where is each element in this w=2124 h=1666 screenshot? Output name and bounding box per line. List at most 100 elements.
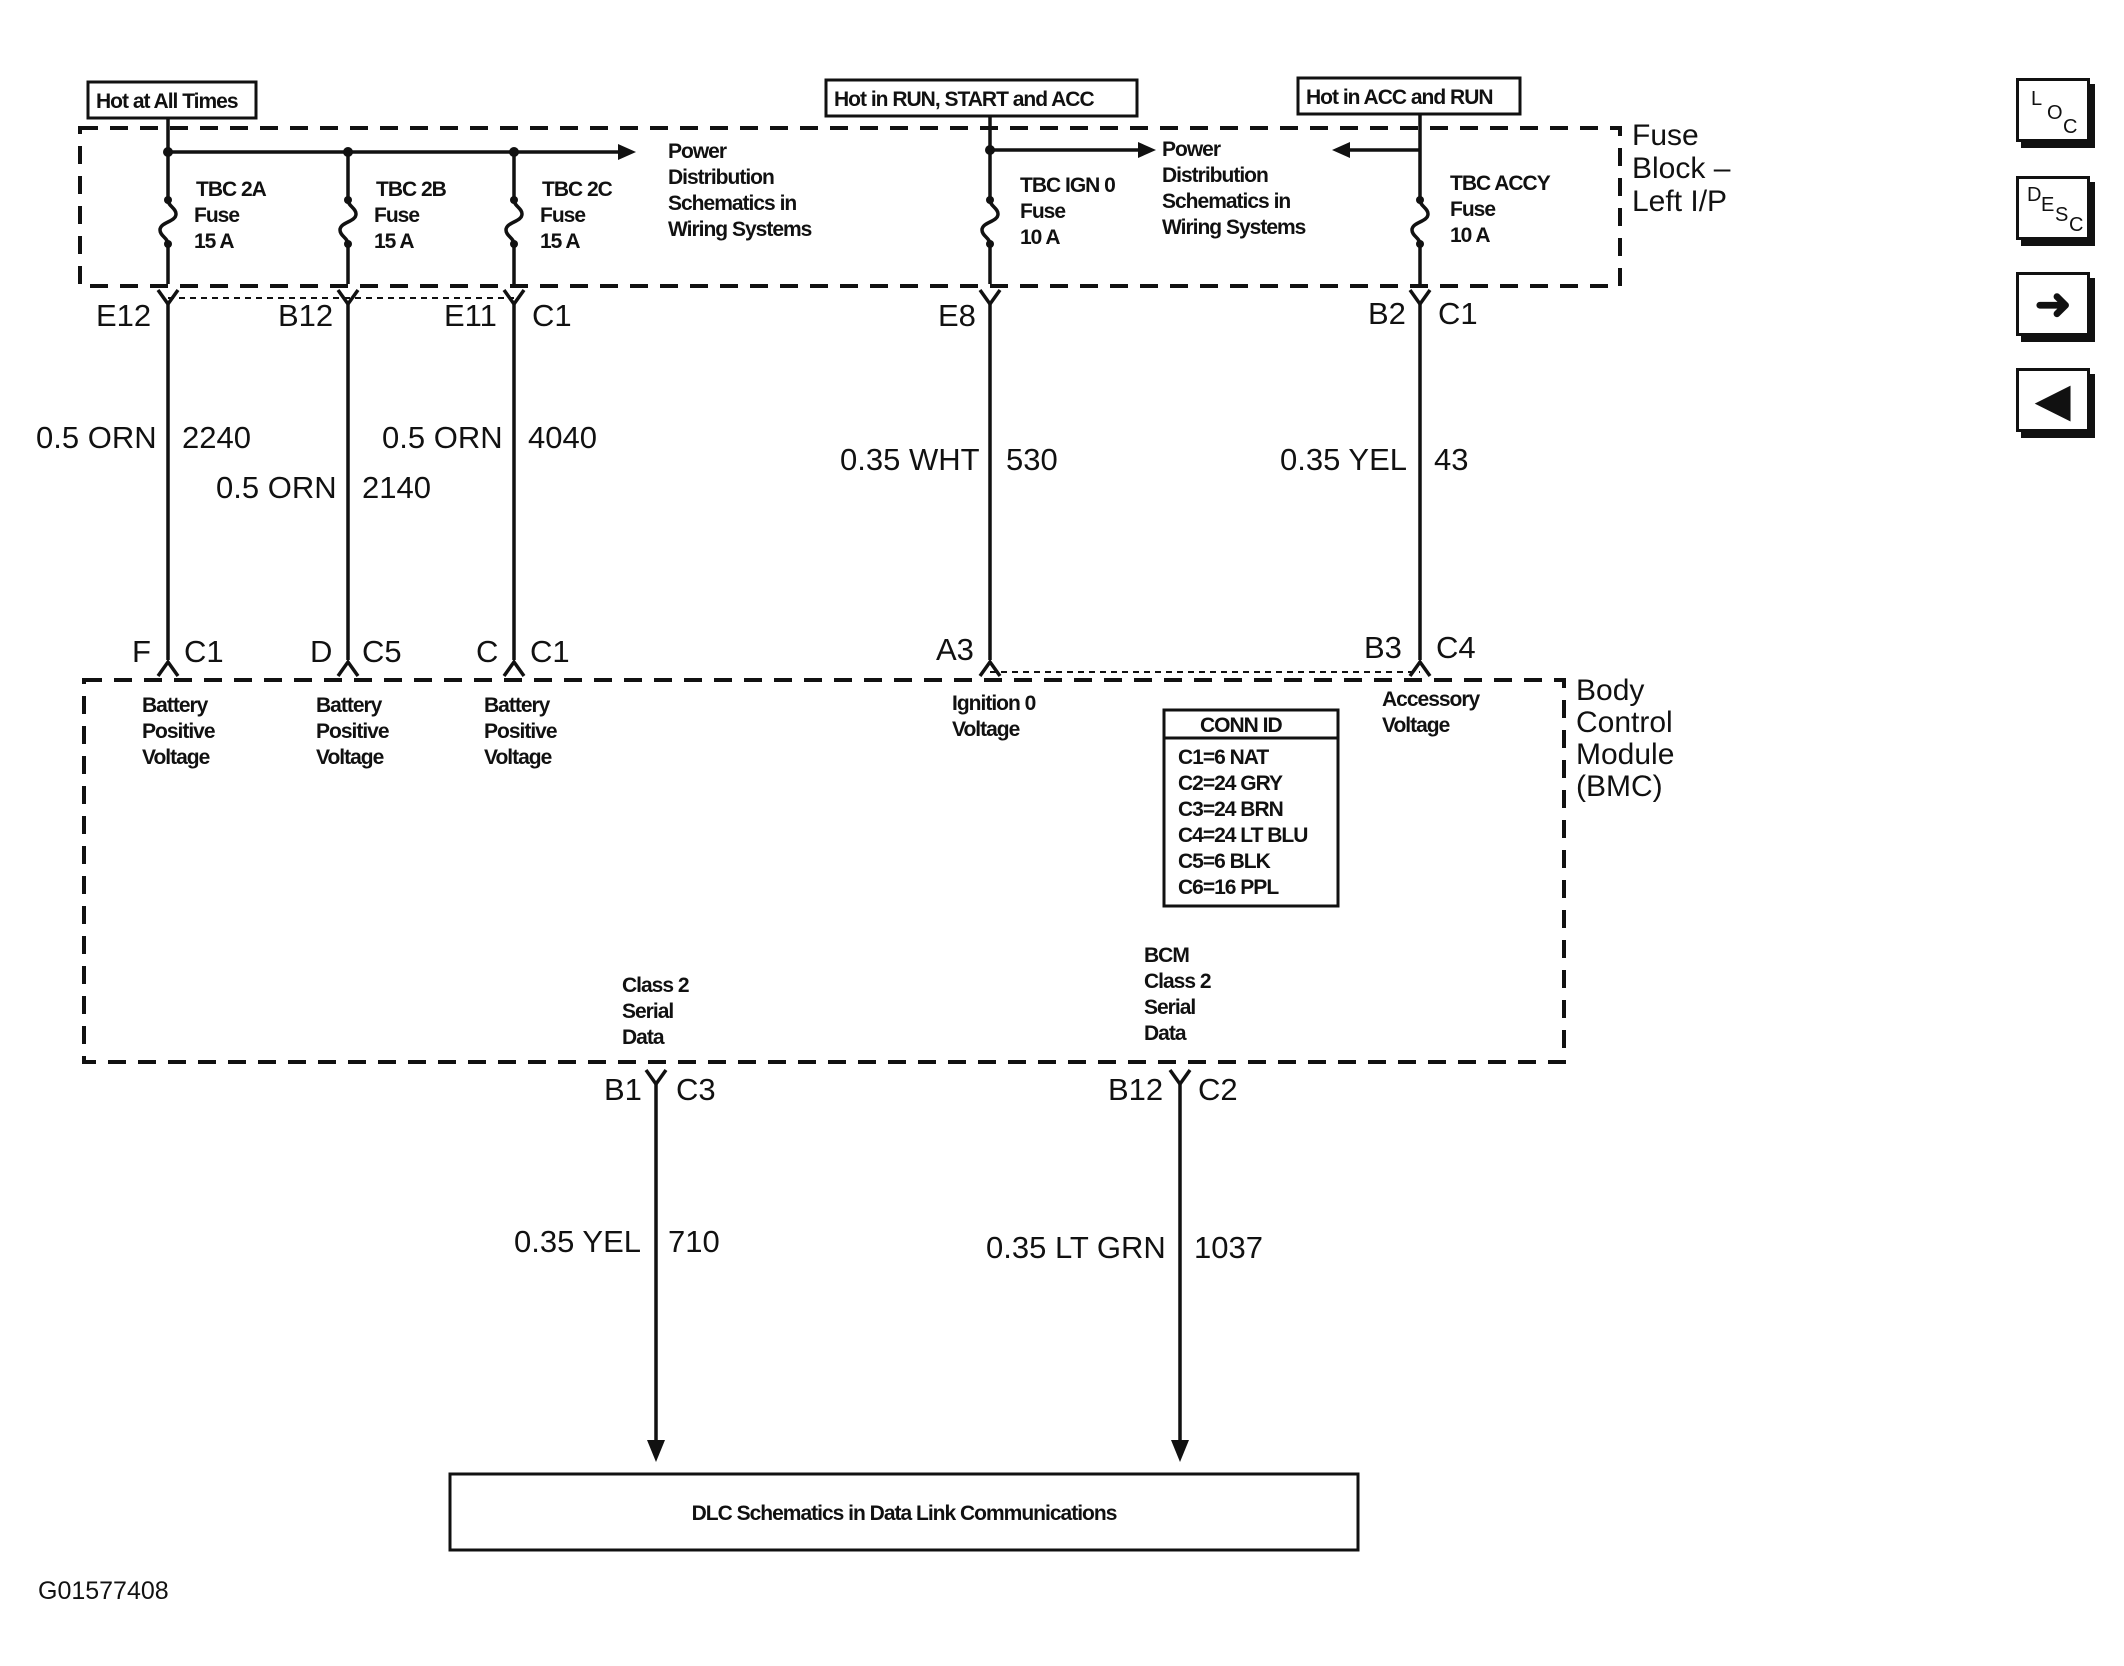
next-page-button[interactable]: ➜ [2016,272,2090,336]
svg-text:Left I/P: Left I/P [1632,185,1727,218]
svg-text:Battery: Battery [142,694,209,717]
svg-text:TBC ACCY: TBC ACCY [1450,172,1551,195]
conn-id-table: CONN ID C1=6 NAT C2=24 GRY C3=24 BRN C4=… [1162,708,1340,908]
svg-text:TBC 2A: TBC 2A [196,178,267,201]
svg-text:Power: Power [668,140,727,163]
bcm-connector-f: F C1 [132,634,224,678]
svg-text:0.35 LT GRN: 0.35 LT GRN [986,1230,1166,1265]
svg-text:Battery: Battery [316,694,383,717]
svg-text:B2: B2 [1368,296,1406,331]
svg-text:Hot in ACC and RUN: Hot in ACC and RUN [1306,86,1493,109]
power-distribution-ref-2: Power Distribution Schematics in Wiring … [1162,138,1307,239]
svg-text:C1: C1 [1438,296,1478,331]
svg-text:10 A: 10 A [1450,224,1490,247]
bcm-class2-serial-data-left: Class 2 Serial Data [622,974,690,1049]
svg-text:C1: C1 [532,298,572,333]
svg-text:C4: C4 [1436,630,1476,665]
svg-text:E12: E12 [96,298,151,333]
svg-text:CONN ID: CONN ID [1200,714,1283,737]
svg-text:1037: 1037 [1194,1230,1263,1265]
svg-text:15 A: 15 A [374,230,414,253]
fuse-tbc-2c: TBC 2C Fuse 15 A [504,152,614,284]
svg-text:B3: B3 [1364,630,1402,665]
bottom-connector-b12: B12 C2 [1108,1068,1238,1107]
svg-text:Hot at All Times: Hot at All Times [96,90,238,113]
svg-text:Distribution: Distribution [668,166,774,189]
svg-text:Positive: Positive [316,720,389,743]
svg-text:Accessory: Accessory [1382,688,1481,711]
svg-text:10 A: 10 A [1020,226,1060,249]
arrow-power-dist-1 [618,144,636,160]
power-source-hot-at-all-times: Hot at All Times [86,80,258,120]
fuse-tbc-2a: TBC 2A Fuse 15 A [158,128,268,284]
svg-text:A3: A3 [936,632,974,667]
svg-text:Fuse: Fuse [1020,200,1065,223]
svg-text:Class 2: Class 2 [1144,970,1211,993]
svg-text:Fuse: Fuse [1450,198,1495,221]
svg-text:Distribution: Distribution [1162,164,1268,187]
svg-text:TBC 2C: TBC 2C [542,178,613,201]
svg-text:Wiring Systems: Wiring Systems [668,218,812,241]
svg-text:Class 2: Class 2 [622,974,689,997]
bcm-input-battery-1: Battery Positive Voltage [142,694,216,769]
svg-text:Power: Power [1162,138,1221,161]
svg-text:B1: B1 [604,1072,642,1107]
svg-text:C5=6 BLK: C5=6 BLK [1178,850,1271,873]
svg-text:C2=24 GRY: C2=24 GRY [1178,772,1283,795]
svg-text:Data: Data [1144,1022,1187,1045]
svg-text:Data: Data [622,1026,665,1049]
svg-text:Positive: Positive [142,720,215,743]
fuse-tbc-accy: TBC ACCY Fuse 10 A [1410,128,1552,284]
svg-text:Voltage: Voltage [1382,714,1450,737]
desc-letter-e: E [2041,194,2055,216]
svg-text:0.5 ORN: 0.5 ORN [216,470,337,505]
svg-text:DLC Schematics in Data Link Co: DLC Schematics in Data Link Communicatio… [692,1502,1117,1525]
wire-4040: 0.5 ORN 4040 [382,304,597,660]
svg-text:0.5 ORN: 0.5 ORN [382,420,503,455]
svg-text:C5: C5 [362,634,402,669]
bcm-class2-serial-data-right: BCM Class 2 Serial Data [1144,944,1212,1045]
fuse-tbc-ign0: TBC IGN 0 Fuse 10 A [980,128,1116,284]
bcm-connector-d: D C5 [310,634,402,678]
svg-text:B12: B12 [278,298,333,333]
svg-text:E11: E11 [444,298,497,333]
svg-text:Fuse: Fuse [374,204,419,227]
svg-text:Fuse: Fuse [1632,119,1699,152]
top-connector-e11: E11 C1 [444,288,572,333]
top-connector-b12: B12 [278,288,360,333]
svg-text:710: 710 [668,1224,720,1259]
bcm-outline [82,678,1566,1064]
arrow-power-dist-2 [1138,142,1156,158]
wire-2140: 0.5 ORN 2140 [216,304,431,660]
svg-text:Fuse: Fuse [540,204,585,227]
svg-text:Voltage: Voltage [484,746,552,769]
bcm-connector-c: C C1 [476,634,570,678]
fuse-tbc-2b: TBC 2B Fuse 15 A [338,152,448,284]
power-source-hot-acc-run: Hot in ACC and RUN [1296,76,1522,116]
svg-text:D: D [310,634,332,669]
svg-text:C1=6 NAT: C1=6 NAT [1178,746,1269,769]
svg-text:Voltage: Voltage [952,718,1020,741]
desc-button[interactable]: D E S C [2016,176,2090,240]
svg-text:BCM: BCM [1144,944,1189,967]
svg-text:Module: Module [1576,738,1674,771]
svg-text:Serial: Serial [1144,996,1195,1019]
svg-text:4040: 4040 [528,420,597,455]
dlc-reference-box: DLC Schematics in Data Link Communicatio… [448,1472,1360,1552]
svg-text:E8: E8 [938,298,976,333]
prev-page-button[interactable]: ◀ [2016,368,2090,432]
svg-text:0.35 YEL: 0.35 YEL [514,1224,641,1259]
loc-button[interactable]: L O C [2016,78,2090,142]
svg-text:0.35 WHT: 0.35 WHT [840,442,980,477]
power-distribution-ref-1: Power Distribution Schematics in Wiring … [668,140,813,241]
desc-letter-c: C [2069,214,2084,236]
bcm-input-battery-2: Battery Positive Voltage [316,694,390,769]
fuse-block-title: Fuse Block – Left I/P [1632,119,1731,218]
svg-text:Block –: Block – [1632,152,1731,185]
arrow-left-icon: ◀ [2036,375,2070,425]
svg-text:2140: 2140 [362,470,431,505]
svg-text:C6=16 PPL: C6=16 PPL [1178,876,1279,899]
arrow-right-icon: ➜ [2034,279,2072,329]
top-connector-e12: E12 [96,288,180,333]
svg-text:C: C [476,634,498,669]
